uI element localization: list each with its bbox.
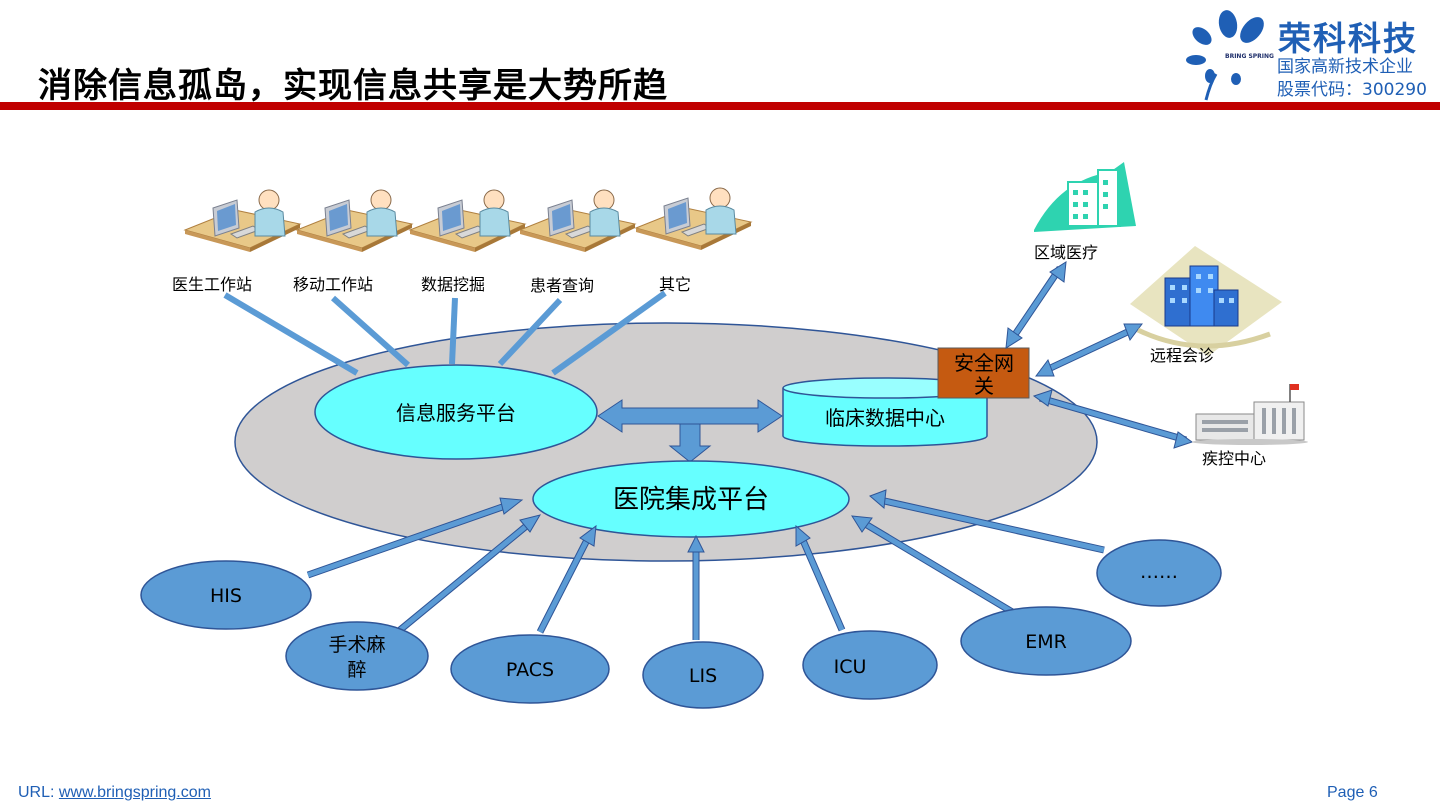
system-emr [960,606,1132,676]
terminal-label-mobile: 移动工作站 [293,275,373,294]
terminal-label-doctor: 医生工作站 [172,275,252,294]
patient-query-icon [519,189,636,253]
system-label-lis: LIS [689,665,717,687]
cdc-building-icon [1192,384,1308,445]
remote-consultation-label: 远程会诊 [1150,346,1214,365]
system-his [140,560,312,630]
logo-stock-code: 股票代码：300290 [1277,80,1427,100]
security-gateway-label: 安全网 [954,351,1014,375]
system-label-his: HIS [210,585,242,607]
company-website-link[interactable]: www.bringspring.com [58,784,211,801]
terminal-label-mining: 数据挖掘 [421,275,485,294]
security-gateway-box [937,347,1030,399]
security-gateway-label-2: 关 [974,374,994,398]
logo-flower-icon [1186,10,1264,101]
system-label-icu: ICU [834,656,867,678]
footer-url: URL: www.bringspring.com [18,784,211,802]
system-icu [802,630,938,700]
system-pacs [450,634,610,704]
system-label-anesthesia-2: 醉 [347,659,366,681]
system-more [1096,539,1222,607]
clinical-data-center-label: 临床数据中心 [825,406,945,430]
regional-medical-label: 区域医疗 [1034,243,1098,262]
logo-mini-text: BRING SPRING [1225,53,1274,60]
mobile-workstation-icon [296,189,413,253]
terminal-label-other: 其它 [659,275,691,294]
data-mining-icon [409,189,526,253]
terminal-icons [184,187,752,253]
system-label-pacs: PACS [506,659,554,681]
external-connectors-fill [1007,266,1187,443]
info-service-platform [314,364,598,460]
system-lis [642,641,764,709]
company-logo: BRING SPRING 荣科科技 国家高新技术企业 股票代码：300290 [1180,4,1430,104]
footer-url-label: URL: [18,784,55,801]
cdc-label: 疾控中心 [1202,449,1266,468]
regional-building-icon [1034,162,1136,232]
page-title: 消除信息孤岛，实现信息共享是大势所趋 [38,66,668,106]
page-number: Page 6 [1327,784,1378,801]
down-arrow-to-integration [668,423,712,463]
remote-consultation-building-icon [1130,246,1282,356]
hospital-integration-label: 医院集成平台 [613,485,769,515]
other-terminal-icon [635,187,752,251]
logo-subtitle: 国家高新技术企业 [1277,57,1413,77]
title-divider [0,102,1440,110]
info-clinical-double-arrow [597,399,783,433]
system-label-anesthesia-1: 手术麻 [328,634,385,656]
system-connectors [306,489,1105,640]
system-label-more: …… [1140,561,1178,583]
clinical-data-center [782,377,988,447]
terminal-label-query: 患者查询 [530,276,594,295]
system-label-emr: EMR [1025,631,1067,653]
hospital-integration-platform [532,460,850,538]
system-anesthesia [285,621,429,691]
logo-company-name: 荣科科技 [1278,19,1418,58]
terminal-connectors [223,290,667,376]
doctor-workstation-icon [184,189,301,253]
info-service-label: 信息服务平台 [396,401,516,425]
source-systems [140,539,1222,709]
